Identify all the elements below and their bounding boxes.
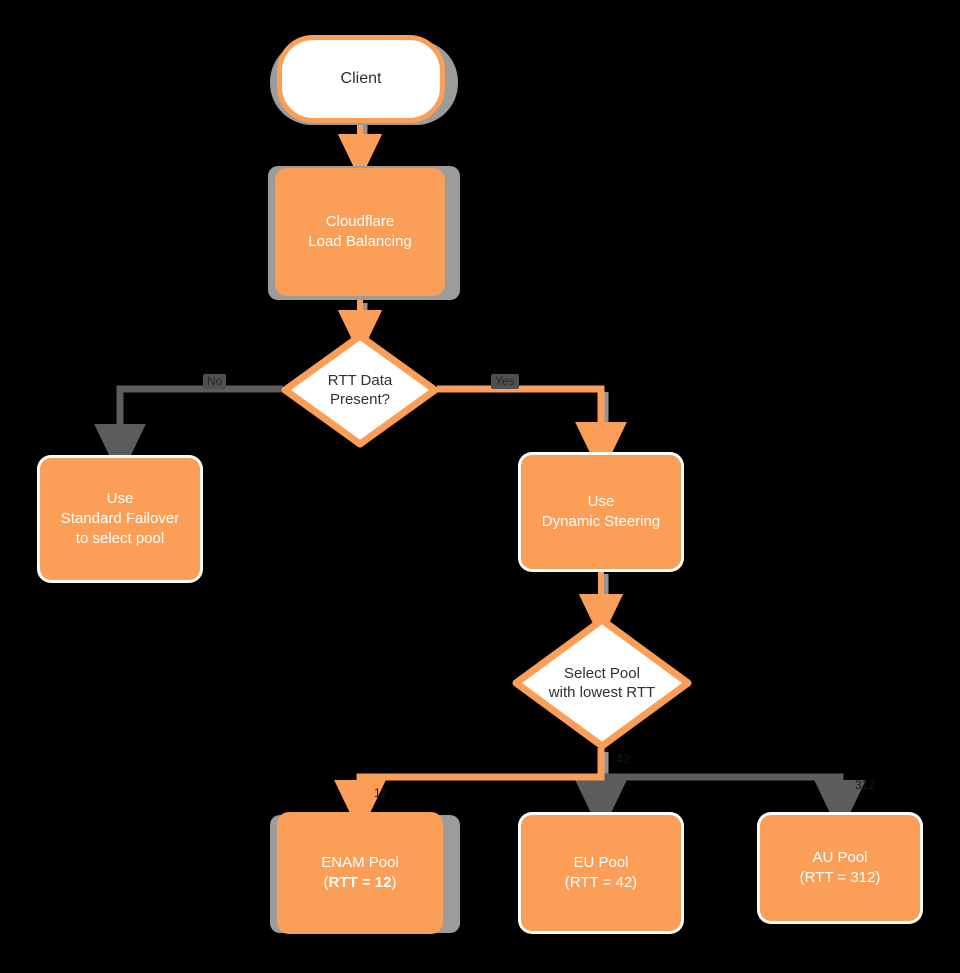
node-standard-failover-body: Use Standard Failover to select pool (40, 458, 200, 580)
node-dynamic-steering-label: Use Dynamic Steering (534, 492, 668, 532)
enam-rtt-value: RTT = 12 (328, 874, 392, 891)
lb-line2: Load Balancing (308, 233, 412, 250)
au-line1: AU Pool (812, 849, 868, 867)
edge-rtt-no (94, 385, 283, 478)
node-load-balancing-label: Cloudflare Load Balancing (300, 212, 419, 252)
failover-line1: Use (106, 490, 134, 508)
dynamic-line2: Dynamic Steering (541, 513, 661, 530)
enam-paren-open: ( (323, 874, 329, 891)
enam-paren-close: ) (391, 874, 397, 891)
node-client-label: Client (340, 70, 382, 87)
dynamic-line1: Use (587, 493, 615, 511)
node-standard-failover-label: Use Standard Failover to select pool (53, 489, 187, 548)
node-au-pool-body: AU Pool (RTT = 312) (760, 815, 920, 921)
node-eu-pool-label: EU Pool (RTT = 42) (557, 853, 645, 893)
edge-select-enam (334, 748, 605, 834)
node-dynamic-steering-body: Use Dynamic Steering (521, 455, 681, 569)
node-load-balancing[interactable]: Cloudflare Load Balancing (275, 168, 445, 296)
failover-line2: Standard Failover (60, 510, 180, 528)
node-rtt-present[interactable]: RTT Data Present? (281, 332, 439, 448)
node-dynamic-steering[interactable]: Use Dynamic Steering (518, 452, 684, 572)
node-au-pool-label: AU Pool (RTT = 312) (792, 848, 889, 888)
node-enam-pool-label: ENAM Pool (RTT = 12) (313, 853, 407, 893)
edge-label-enam-rtt: 12 (374, 786, 388, 800)
eu-line1: EU Pool (573, 854, 629, 872)
node-client[interactable]: Client (277, 35, 445, 123)
edge-rtt-yes (437, 385, 627, 476)
edge-label-no: No (203, 374, 227, 390)
edge-label-au-rtt: 312 (855, 778, 876, 792)
eu-line2: (RTT = 42) (564, 874, 638, 891)
node-select-pool[interactable]: Select Pool with lowest RTT (512, 616, 692, 750)
lb-line1: Cloudflare (325, 213, 395, 231)
node-eu-pool[interactable]: EU Pool (RTT = 42) (518, 812, 684, 934)
select-pool-shape (512, 616, 692, 750)
edge-label-yes: Yes (491, 374, 519, 390)
rtt-present-shape (281, 332, 439, 448)
node-eu-pool-body: EU Pool (RTT = 42) (521, 815, 681, 931)
edge-label-eu-rtt: 42 (616, 752, 630, 766)
enam-line1: ENAM Pool (321, 854, 399, 872)
node-standard-failover[interactable]: Use Standard Failover to select pool (37, 455, 203, 583)
edge-select-au (601, 773, 866, 834)
au-line2: (RTT = 312) (799, 869, 881, 886)
failover-line3: to select pool (75, 529, 165, 547)
node-au-pool[interactable]: AU Pool (RTT = 312) (757, 812, 923, 924)
node-enam-pool[interactable]: ENAM Pool (RTT = 12) (277, 812, 443, 934)
